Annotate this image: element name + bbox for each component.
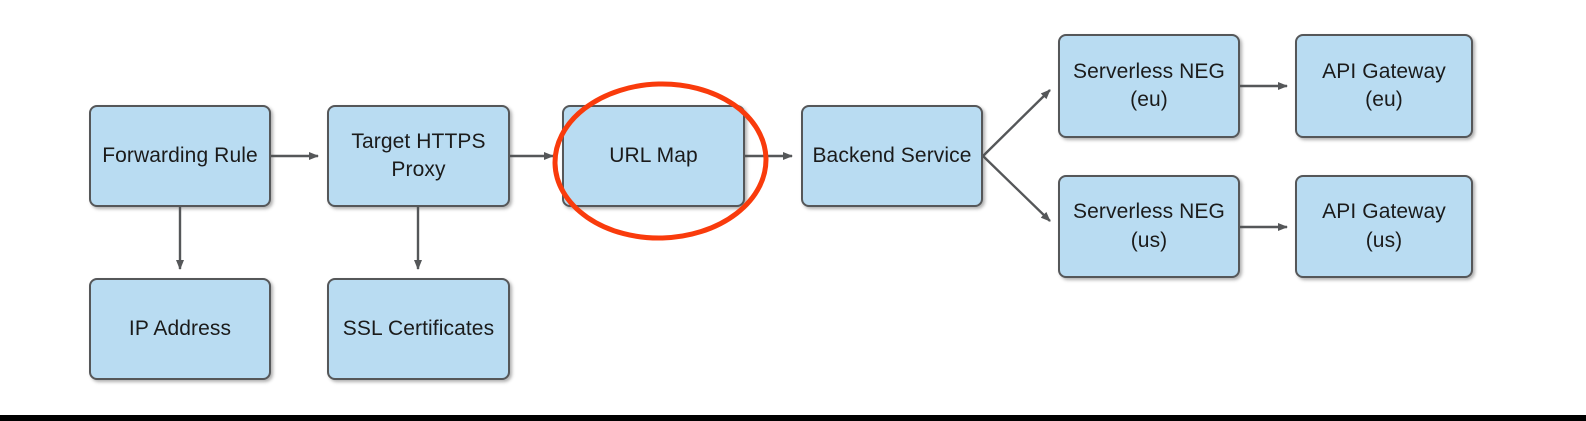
node-url-map-label: URL Map (609, 143, 698, 167)
node-ip-address-label: IP Address (128, 316, 232, 340)
node-forwarding-rule[interactable]: Forwarding Rule (89, 105, 271, 207)
node-url-map[interactable]: URL Map (562, 105, 745, 207)
node-ssl-certificates-label: SSL Certificates (342, 316, 495, 340)
node-serverless-neg-eu[interactable]: Serverless NEG (eu) (1058, 34, 1240, 138)
node-backend-service[interactable]: Backend Service (801, 105, 983, 207)
node-serverless-neg-us-label: Serverless NEG (us) (1073, 200, 1225, 252)
edge-backend-service-to-serverless-neg-eu (982, 89, 1051, 157)
node-forwarding-rule-label: Forwarding Rule (102, 143, 258, 167)
node-api-gateway-us-label: API Gateway (us) (1322, 200, 1446, 252)
node-backend-service-label: Backend Service (812, 143, 972, 167)
node-api-gateway-eu-label: API Gateway (eu) (1322, 59, 1446, 111)
node-serverless-neg-us[interactable]: Serverless NEG (us) (1058, 175, 1240, 278)
node-target-https-proxy[interactable]: Target HTTPS Proxy (327, 105, 510, 207)
edge-backend-service-to-serverless-neg-us (982, 155, 1051, 222)
node-target-https-proxy-label: Target HTTPS Proxy (351, 129, 486, 181)
node-ssl-certificates[interactable]: SSL Certificates (327, 278, 510, 380)
node-serverless-neg-eu-label: Serverless NEG (eu) (1073, 59, 1225, 111)
node-ip-address[interactable]: IP Address (89, 278, 271, 380)
bottom-black-bar (0, 415, 1586, 421)
node-api-gateway-us[interactable]: API Gateway (us) (1295, 175, 1473, 278)
node-api-gateway-eu[interactable]: API Gateway (eu) (1295, 34, 1473, 138)
